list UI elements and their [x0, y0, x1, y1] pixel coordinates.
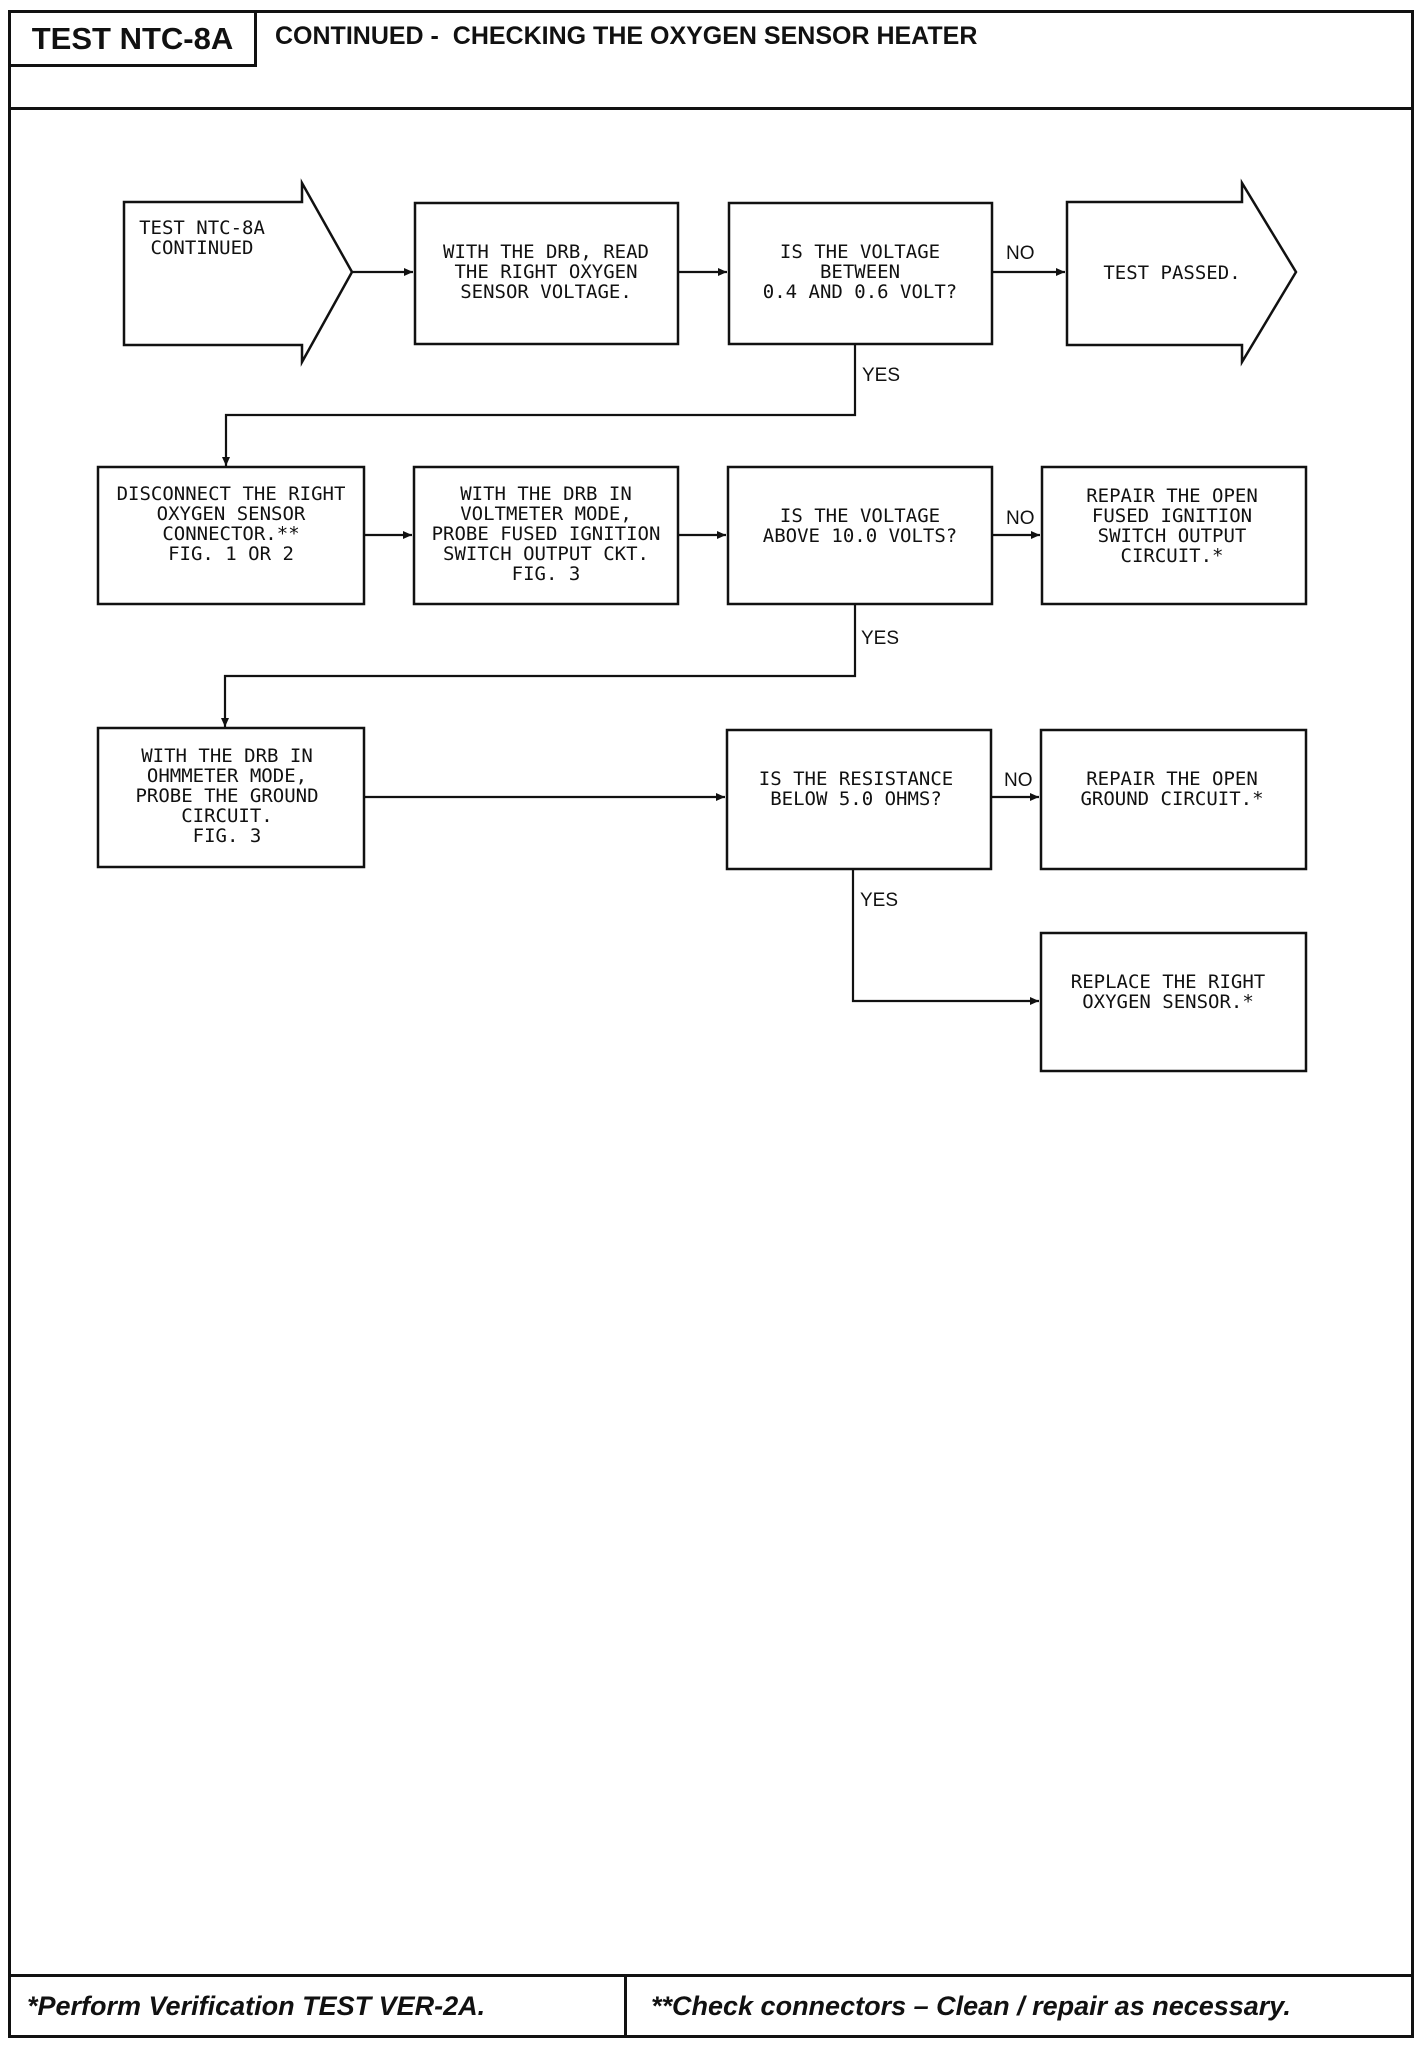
repair-ground-text-line: REPAIR THE OPEN — [1086, 768, 1258, 790]
read-voltage-text-line: THE RIGHT OXYGEN — [454, 261, 637, 283]
test-passed-text-line: TEST PASSED. — [1103, 262, 1240, 284]
read-voltage-text-line: WITH THE DRB, READ — [443, 241, 649, 263]
disconnect-text-line: OXYGEN SENSOR — [157, 503, 306, 525]
page-frame: TEST NTC-8A CONTINUED - CHECKING THE OXY… — [8, 10, 1414, 2038]
test-passed-text: TEST PASSED. — [1103, 262, 1240, 284]
ohmmeter-probe-text-line: CIRCUIT. — [181, 805, 273, 827]
voltmeter-probe-text-line: VOLTMETER MODE, — [460, 503, 632, 525]
decision-resistance-text-line: IS THE RESISTANCE — [759, 768, 953, 790]
start-text-line: TEST NTC-8A — [139, 217, 265, 239]
replace-sensor-text-line: REPLACE THE RIGHT — [1071, 971, 1265, 993]
test-passed-arrow-shape — [1065, 178, 1298, 367]
disconnect-text-line: DISCONNECT THE RIGHT — [117, 483, 346, 505]
voltmeter-probe-text-line: SWITCH OUTPUT CKT. — [443, 543, 649, 565]
read-voltage-text-line: SENSOR VOLTAGE. — [460, 281, 632, 303]
repair-fused-text-line: CIRCUIT.* — [1121, 545, 1224, 567]
label-yes-3: YES — [860, 890, 898, 911]
test-id-label: TEST NTC-8A — [11, 13, 257, 67]
footer-bar: *Perform Verification TEST VER-2A. **Che… — [11, 1974, 1411, 2035]
ohmmeter-probe-text-line: OHMMETER MODE, — [147, 765, 307, 787]
repair-fused-box — [1040, 465, 1308, 606]
repair-fused-text-line: FUSED IGNITION — [1092, 505, 1252, 527]
decision-resistance-box — [725, 728, 993, 871]
footer-note-connectors: **Check connectors – Clean / repair as n… — [651, 1990, 1291, 2021]
ohmmeter-probe-text-line: FIG. 3 — [193, 825, 262, 847]
connector-decision-yes-to-ohmmeter — [221, 604, 857, 727]
repair-fused-text-line: SWITCH OUTPUT — [1098, 525, 1247, 547]
disconnect-text-line: CONNECTOR.** — [162, 523, 299, 545]
label-no-3: NO — [1004, 770, 1033, 791]
label-yes-2: YES — [861, 628, 899, 649]
label-no-1: NO — [1006, 243, 1035, 264]
decision-voltage-between-box — [727, 201, 994, 346]
disconnect-box — [96, 465, 366, 606]
read-voltage-box — [413, 201, 680, 346]
replace-sensor-box — [1039, 931, 1308, 1073]
decision-resistance-text-line: BELOW 5.0 OHMS? — [770, 788, 942, 810]
footer-note-verification: *Perform Verification TEST VER-2A. — [11, 1977, 627, 2035]
page-title: CONTINUED - CHECKING THE OXYGEN SENSOR H… — [275, 22, 978, 50]
repair-ground-text-line: GROUND CIRCUIT.* — [1080, 788, 1263, 810]
ohmmeter-probe-text-line: WITH THE DRB IN — [141, 745, 313, 767]
label-yes-1: YES — [862, 365, 900, 386]
repair-ground-box — [1039, 728, 1308, 871]
label-no-2: NO — [1006, 508, 1035, 529]
replace-sensor-text-line: OXYGEN SENSOR.* — [1082, 991, 1254, 1013]
ohmmeter-probe-box — [96, 726, 366, 869]
decision-voltage-above-text-line: ABOVE 10.0 VOLTS? — [763, 525, 957, 547]
decision-voltage-between-text-line: BETWEEN — [820, 261, 900, 283]
disconnect-text-line: FIG. 1 OR 2 — [168, 543, 294, 565]
voltmeter-probe-text-line: WITH THE DRB IN — [460, 483, 632, 505]
start-text-line: CONTINUED — [151, 237, 254, 259]
decision-voltage-between-text-line: 0.4 AND 0.6 VOLT? — [763, 281, 957, 303]
ohmmeter-probe-text-line: PROBE THE GROUND — [135, 785, 318, 807]
repair-fused-text-line: REPAIR THE OPEN — [1086, 485, 1258, 507]
start-arrow-shape — [122, 178, 354, 367]
connector-resistance-yes-to-replace — [851, 869, 1039, 1005]
header-bar: TEST NTC-8A CONTINUED - CHECKING THE OXY… — [11, 13, 1411, 110]
decision-voltage-above-text-line: IS THE VOLTAGE — [780, 505, 940, 527]
voltmeter-probe-text-line: FIG. 3 — [512, 563, 581, 585]
connector-decision-yes-to-disconnect — [222, 344, 857, 466]
voltmeter-probe-text-line: PROBE FUSED IGNITION — [432, 523, 661, 545]
decision-voltage-between-text-line: IS THE VOLTAGE — [780, 241, 940, 263]
